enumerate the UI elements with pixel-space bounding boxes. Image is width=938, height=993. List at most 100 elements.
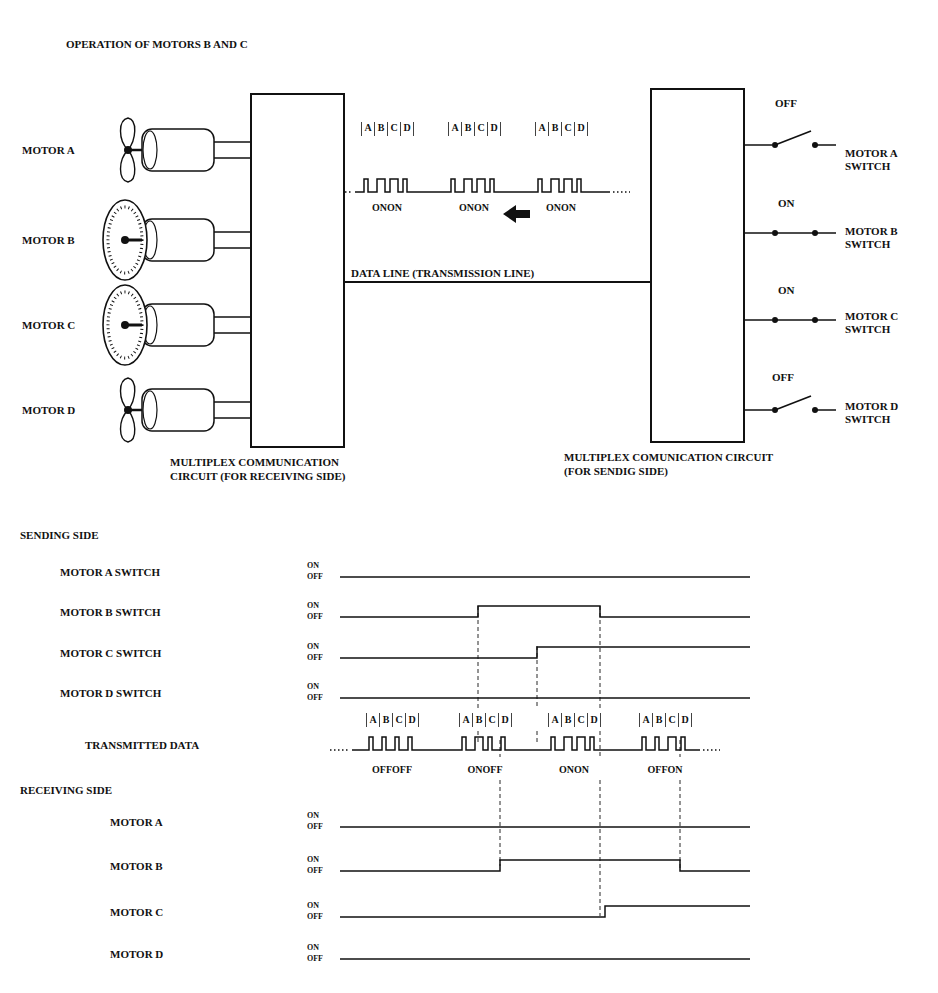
timing-guide [537, 731, 538, 742]
wheel [103, 200, 147, 280]
signal-state: B [656, 714, 663, 726]
motor-lead [214, 157, 250, 159]
wheel [103, 285, 147, 365]
switch-lead [745, 144, 772, 146]
slot-tick [392, 713, 393, 727]
wheel-hub [121, 236, 129, 244]
motor-lead [214, 417, 250, 419]
slot-tick [387, 122, 388, 136]
pulse-train [355, 179, 610, 192]
motor-lead [214, 332, 250, 334]
motor-lead [214, 401, 250, 403]
signal-state: D [403, 122, 410, 134]
part-label: MOTOR D [110, 948, 163, 961]
box-caption: MULTIPLEX COMUNICATION CIRCUIT (FOR SEND… [564, 451, 779, 479]
signal-state: B [476, 714, 483, 726]
part-label: MOTOR D SWITCH [60, 687, 161, 700]
timing-guide [478, 606, 479, 708]
signal-state: ON [307, 901, 319, 910]
switch-lead [815, 409, 836, 411]
signal-state: B [552, 122, 559, 134]
slot-tick [574, 713, 575, 727]
signal-state: C [668, 714, 675, 726]
signal-state: OFF [775, 97, 797, 110]
continuation [613, 191, 630, 193]
motor-lead [214, 141, 250, 143]
motor-endcap [143, 391, 157, 429]
signal-state: OFF [307, 653, 323, 662]
timing-guide [500, 780, 501, 866]
wheel-knurl [108, 292, 142, 358]
timing-guide [500, 740, 501, 757]
slot-tick [548, 713, 549, 727]
signal-state: OFF [307, 693, 323, 702]
slot-tick [487, 122, 488, 136]
timing-guide [600, 731, 601, 757]
switch-blade [775, 319, 815, 321]
signal-state: A [462, 714, 469, 726]
slot-tick [587, 122, 588, 136]
slot-tick [511, 713, 512, 727]
signal-state: A [538, 122, 545, 134]
part-label: ONON [559, 764, 589, 776]
signal-state: C [395, 714, 402, 726]
signal-state: D [490, 122, 497, 134]
timing-guide [600, 780, 601, 916]
part-label: MOTOR C [22, 319, 75, 332]
slot-tick [485, 713, 486, 727]
slot-tick [561, 122, 562, 136]
slot-tick [400, 122, 401, 136]
signal-state: D [681, 714, 688, 726]
signal-state: ON [307, 561, 319, 570]
signal-state: B [465, 122, 472, 134]
signal-state: ON [307, 682, 319, 691]
continuation [330, 749, 349, 751]
signal-level [340, 647, 750, 658]
signal-state: B [378, 122, 385, 134]
slot-tick [600, 713, 601, 727]
motor-lead [214, 247, 250, 249]
signal-state: A [364, 122, 371, 134]
timing-guide [478, 731, 479, 742]
signal-state: C [564, 122, 571, 134]
slot-tick [652, 713, 653, 727]
signal-state: C [488, 714, 495, 726]
switch-blade [775, 396, 811, 410]
signal-state: D [408, 714, 415, 726]
part-label: MOTOR B SWITCH [845, 225, 930, 250]
signal-level [340, 697, 750, 699]
slot-tick [498, 713, 499, 727]
slot-tick [472, 713, 473, 727]
motor-lead [214, 231, 250, 233]
fan-hub [124, 406, 132, 414]
signal-state: ON [307, 642, 319, 651]
slot-tick [361, 122, 362, 136]
box-caption: MULTIPLEX COMMUNICATION CIRCUIT (FOR REC… [170, 456, 385, 484]
signal-state: C [577, 714, 584, 726]
part-label: RECEIVING SIDE [20, 784, 112, 797]
slot-tick [548, 122, 549, 136]
wheel-knurl [108, 207, 142, 273]
signal-state: OFF [307, 612, 323, 621]
motor-body [142, 389, 214, 431]
signal-state: ON [307, 943, 319, 952]
slot-tick [561, 713, 562, 727]
part-label: ONON [459, 202, 489, 214]
part-label: MOTOR C SWITCH [845, 310, 930, 335]
signal-state: OFF [307, 912, 323, 921]
slot-tick [678, 713, 679, 727]
slot-tick [587, 713, 588, 727]
slot-tick [405, 713, 406, 727]
switch-lead [745, 319, 772, 321]
timing-guide [537, 646, 538, 708]
switch-lead [815, 144, 836, 146]
part-label: MOTOR A [110, 816, 163, 829]
part-label: OFFON [648, 764, 683, 776]
part-label: MOTOR A SWITCH [845, 147, 930, 172]
part-label: ONON [546, 202, 576, 214]
part-label: SENDING SIDE [20, 529, 99, 542]
signal-level [340, 826, 750, 828]
